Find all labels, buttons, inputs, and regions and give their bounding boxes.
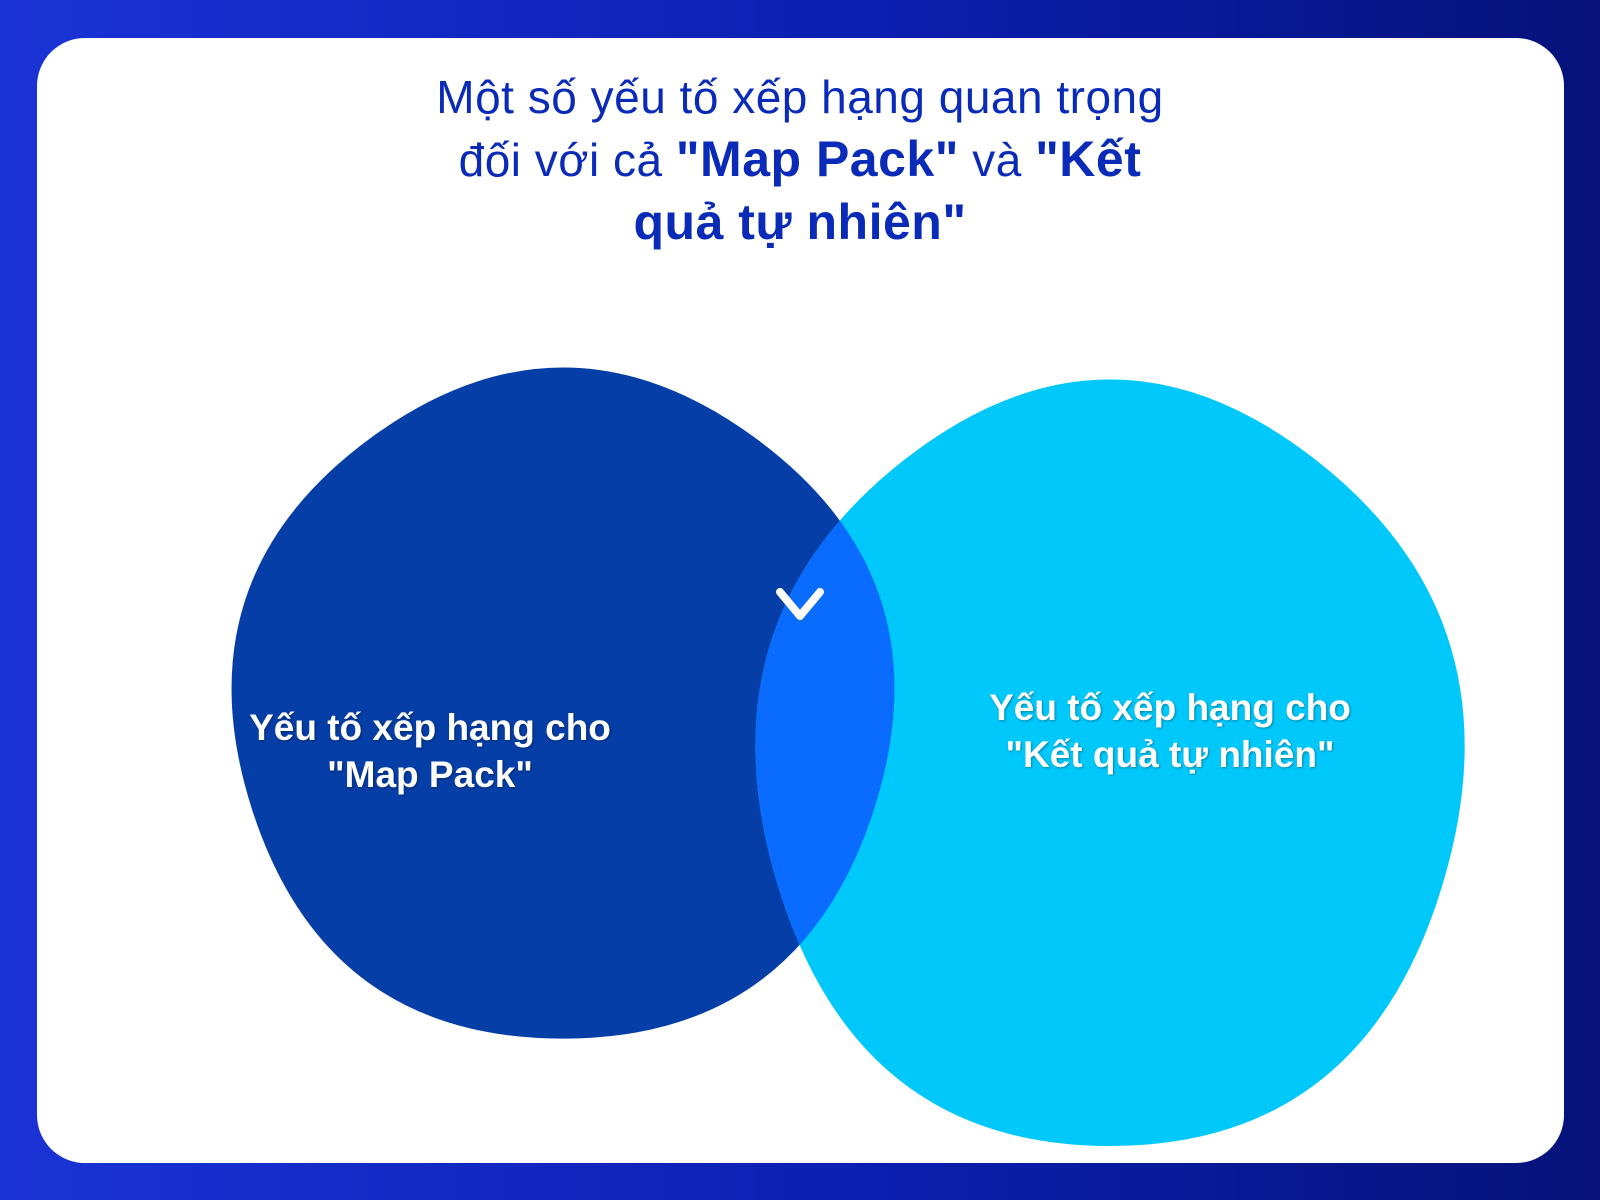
organic-results-set-label: Yếu tố xếp hạng cho "Kết quả tự nhiên" <box>989 687 1351 775</box>
title-line-2-mid: và <box>958 134 1036 186</box>
title-line-2: đối với cả "Map Pack" và "Kết <box>300 128 1300 191</box>
title-line-3: quả tự nhiên" <box>633 194 967 250</box>
organic-results-set-shape <box>755 379 1465 1146</box>
map-pack-set-shape <box>231 367 895 1039</box>
arrow <box>776 258 824 620</box>
map-pack-set-label: Yếu tố xếp hạng cho "Map Pack" <box>249 707 611 795</box>
title-map-pack-emphasis: "Map Pack" <box>675 131 959 187</box>
diagram-title: Một số yếu tố xếp hạng quan trọng đối vớ… <box>300 66 1300 253</box>
title-line-2-prefix: đối với cả <box>458 134 676 186</box>
title-line-1: Một số yếu tố xếp hạng quan trọng <box>436 71 1164 123</box>
title-organic-emphasis-start: "Kết <box>1035 131 1142 187</box>
